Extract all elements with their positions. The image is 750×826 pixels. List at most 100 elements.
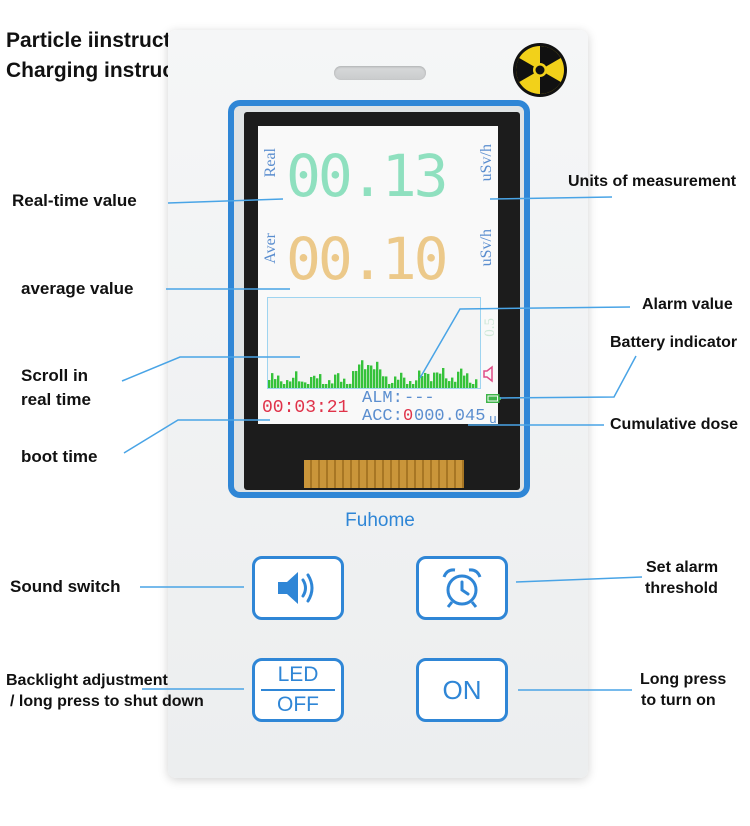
annotation-long-press-line2: to turn on — [641, 692, 716, 709]
graph-bar — [352, 371, 355, 388]
graph-bar — [289, 381, 292, 388]
graph-bar — [448, 381, 451, 388]
header-particle-instructions: Particle iinstructions — [6, 29, 214, 52]
graph-bar — [343, 378, 346, 388]
speaker-icon — [278, 572, 314, 604]
annotation-alarm-value: Alarm value — [642, 296, 733, 313]
graph-bar — [463, 375, 466, 388]
graph-bar — [412, 384, 415, 388]
graph-bar — [322, 384, 325, 388]
graph-bar — [385, 376, 388, 388]
graph-bar — [334, 374, 337, 388]
sound-switch-button[interactable] — [252, 556, 344, 620]
alarm-clock-icon — [442, 568, 482, 608]
graph-bar — [367, 365, 370, 388]
battery-icon — [486, 394, 501, 403]
alarm-value: --- — [404, 389, 435, 408]
led-divider — [261, 689, 335, 691]
graph-bar — [358, 364, 361, 388]
annotation-backlight-line1: Backlight adjustment — [6, 672, 168, 689]
acc-value-leading: 0 — [403, 407, 414, 426]
power-on-button[interactable]: ON — [416, 658, 508, 722]
annotation-real-time-value: Real-time value — [12, 191, 137, 210]
graph-bar — [424, 372, 427, 388]
graph-bar — [340, 381, 343, 388]
acc-label: ACC: — [362, 407, 403, 426]
graph-bar — [355, 370, 358, 388]
display-ribbon-cable — [304, 460, 464, 488]
graph-bar — [373, 369, 376, 388]
graph-bar — [277, 375, 280, 388]
graph-bar — [409, 381, 412, 388]
graph-bar — [439, 373, 442, 388]
graph-bar — [295, 371, 298, 388]
graph-bar — [313, 375, 316, 388]
annotation-battery: Battery indicator — [610, 334, 738, 351]
annotation-boot-time: boot time — [21, 447, 98, 466]
real-value: 00.13 — [286, 142, 449, 210]
graph-bar — [325, 384, 328, 388]
graph-bar — [460, 368, 463, 388]
graph-bar — [328, 380, 331, 388]
graph-bar — [316, 378, 319, 388]
graph-bar — [391, 382, 394, 388]
annotation-units: Units of measurement — [568, 173, 737, 190]
graph-bar — [475, 379, 478, 388]
graph-bar — [310, 377, 313, 388]
graph-bar — [346, 384, 349, 388]
graph-bar — [394, 376, 397, 388]
graph-bar — [397, 379, 400, 388]
graph-bar — [469, 382, 472, 388]
annotation-set-alarm-line1: Set alarm — [646, 559, 719, 576]
graph-bar — [442, 367, 445, 388]
graph-bar — [406, 384, 409, 388]
graph-bar — [304, 382, 307, 388]
graph-bar — [421, 376, 424, 388]
graph-bar — [403, 377, 406, 388]
real-unit: uSv/h — [478, 144, 495, 182]
graph-bar — [307, 384, 310, 388]
led-label: LED — [277, 663, 319, 686]
acc-unit: u — [489, 412, 497, 427]
graph-bar — [271, 373, 274, 388]
set-alarm-button[interactable] — [416, 556, 508, 620]
graph-bar — [337, 373, 340, 388]
graph-bar — [445, 378, 448, 388]
graph-bar — [436, 372, 439, 388]
annotation-backlight-line2: / long press to shut down — [10, 693, 204, 710]
sound-status-icon — [483, 365, 493, 383]
aver-label: Aver — [262, 233, 279, 264]
annotation-long-press-line1: Long press — [640, 671, 727, 688]
graph-bar — [361, 360, 364, 388]
graph-bar — [370, 365, 373, 388]
graph-bar — [283, 384, 286, 388]
graph-bar — [451, 377, 454, 388]
graph-bar — [466, 373, 469, 388]
annotation-cumulative-dose: Cumulative dose — [610, 416, 739, 433]
graph-bar — [430, 381, 433, 388]
boot-time-value: 00:03:21 — [262, 398, 349, 418]
graph-bar — [427, 373, 430, 388]
graph-bar — [274, 379, 277, 388]
acc-value: 000.045 — [414, 407, 486, 426]
annotation-set-alarm-line2: threshold — [645, 580, 718, 597]
real-label: Real — [262, 148, 279, 178]
on-label: ON — [442, 674, 482, 705]
graph-bar — [364, 369, 367, 388]
aver-value: 00.10 — [286, 225, 449, 293]
graph-bar — [298, 381, 301, 388]
brand-label: Fuhome — [345, 510, 415, 531]
graph-bar — [382, 376, 385, 388]
off-label: OFF — [277, 693, 319, 716]
device-slot — [334, 66, 426, 80]
graph-bar — [454, 381, 457, 388]
graph-bar — [433, 372, 436, 388]
graph-bar — [376, 361, 379, 388]
backlight-button[interactable]: LED OFF — [252, 658, 344, 722]
graph-bar — [400, 372, 403, 388]
graph-bar — [280, 381, 283, 388]
graph-bar — [292, 377, 295, 388]
graph-bar — [268, 380, 271, 388]
graph-bar — [418, 370, 421, 388]
annotation-sound-switch: Sound switch — [10, 577, 121, 596]
